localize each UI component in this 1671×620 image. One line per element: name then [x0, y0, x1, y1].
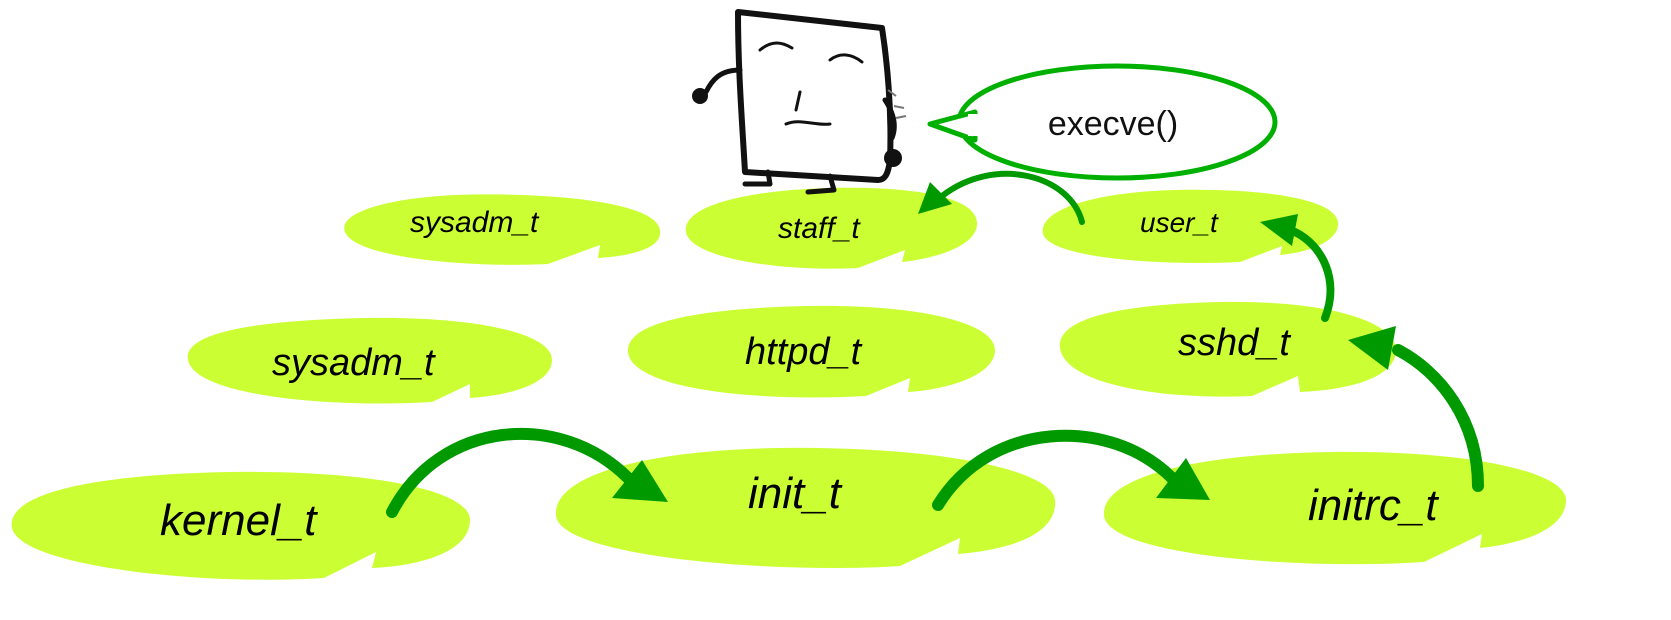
domain-pad-sysadm-mid: sysadm_t — [187, 317, 552, 404]
transition-user-to-staff — [918, 170, 1085, 225]
transition-kernel-to-init — [386, 427, 668, 518]
domain-pad-user: user_t — [1042, 189, 1339, 263]
domain-label: sshd_t — [1178, 322, 1291, 364]
domain-label: user_t — [1140, 207, 1219, 238]
process-character-icon — [692, 9, 907, 195]
domain-pad-sysadm-top: sysadm_t — [344, 194, 661, 265]
domain-pad-sshd: sshd_t — [1059, 301, 1396, 397]
domain-label: initrc_t — [1308, 481, 1439, 530]
domain-label: sysadm_t — [272, 342, 436, 384]
domain-pad-initrc: initrc_t — [1103, 451, 1566, 565]
domain-label: sysadm_t — [410, 206, 540, 239]
speech-bubble-text: execve() — [1048, 105, 1178, 143]
transition-initrc-to-sshd — [1348, 326, 1484, 492]
domain-pad-httpd: httpd_t — [627, 305, 995, 398]
domain-label: httpd_t — [745, 331, 863, 373]
domain-label: kernel_t — [160, 496, 318, 545]
domain-label: staff_t — [778, 212, 861, 245]
domain-pad-kernel: kernel_t — [11, 471, 470, 580]
domain-label: init_t — [748, 469, 843, 518]
domain-pad-staff: staff_t — [685, 187, 978, 269]
speech-bubble: execve() — [927, 63, 1278, 181]
transition-init-to-initrc — [932, 429, 1210, 511]
domain-pad-init: init_t — [555, 447, 1056, 568]
transition-sshd-to-user — [1260, 214, 1335, 322]
